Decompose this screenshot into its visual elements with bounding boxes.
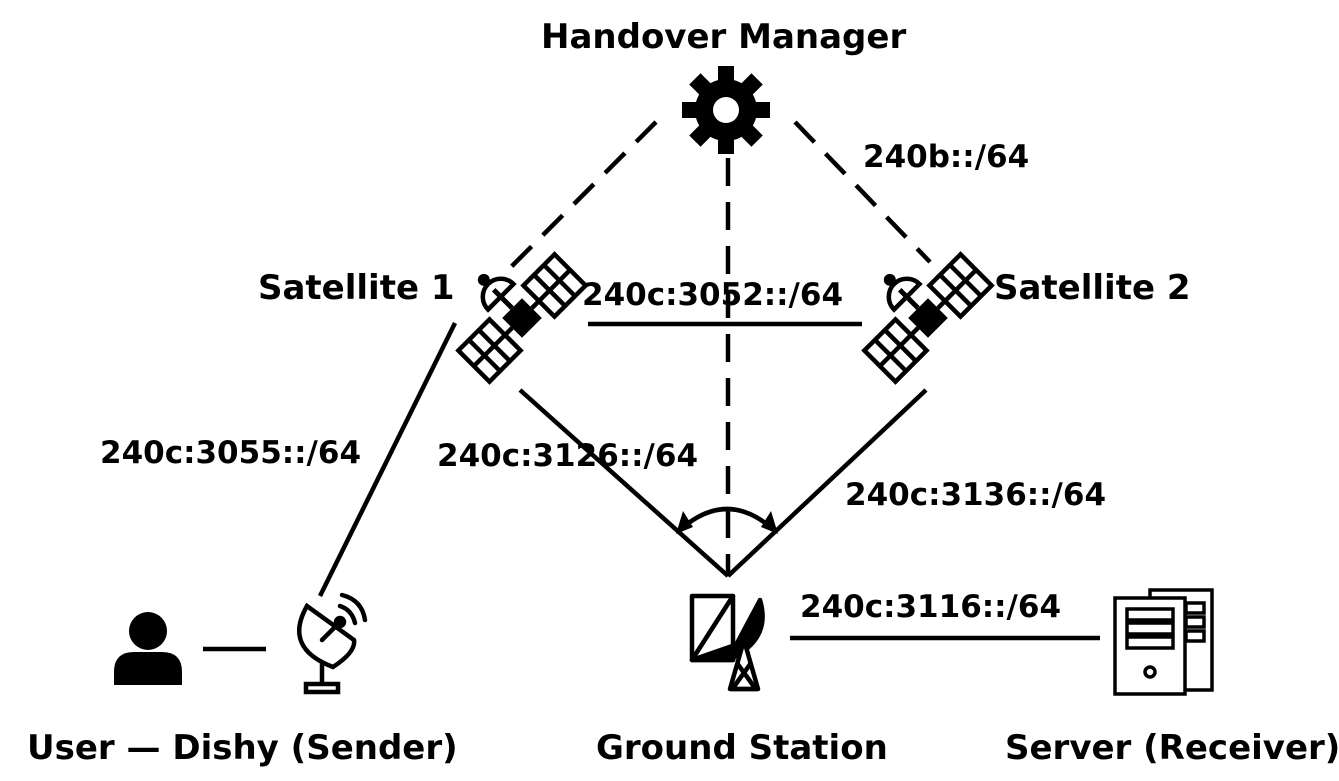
user-sat1-subnet-label: 240c:3055::/64 bbox=[100, 435, 362, 471]
dashed-link-manager-sat2 bbox=[793, 120, 932, 264]
sat2-gs-subnet-label: 240c:3136::/64 bbox=[845, 477, 1107, 513]
link-sat2-ground-station bbox=[726, 388, 928, 578]
manager-subnet-label: 240b::/64 bbox=[863, 139, 1030, 175]
satellite-icon bbox=[861, 251, 995, 385]
satellite-1-label: Satellite 1 bbox=[258, 268, 455, 308]
satellite-dish-icon bbox=[297, 592, 368, 695]
handover-arrow-right bbox=[761, 511, 778, 534]
sat1-gs-subnet-label: 240c:3126::/64 bbox=[437, 438, 699, 474]
user-dishy-label: User — Dishy (Sender) bbox=[27, 728, 458, 768]
gs-server-subnet-label: 240c:3116::/64 bbox=[800, 589, 1062, 625]
server-label: Server (Receiver) bbox=[1005, 728, 1339, 768]
handover-arc bbox=[678, 506, 776, 532]
satellite-2-label: Satellite 2 bbox=[994, 268, 1191, 308]
link-sat1-ground-station bbox=[518, 388, 730, 578]
ground-station-icon bbox=[689, 593, 765, 692]
ground-station-label: Ground Station bbox=[596, 728, 888, 768]
handover-manager-label: Handover Manager bbox=[541, 17, 907, 57]
server-icon bbox=[1113, 588, 1214, 696]
dashed-link-manager-sat1 bbox=[506, 120, 658, 272]
gear-icon bbox=[682, 66, 770, 154]
link-user-sat1 bbox=[317, 322, 458, 597]
user-icon bbox=[114, 612, 182, 685]
isl-subnet-label: 240c:3052::/64 bbox=[582, 277, 844, 313]
handover-arrow-left bbox=[676, 511, 693, 534]
satellite-icon bbox=[455, 251, 589, 385]
